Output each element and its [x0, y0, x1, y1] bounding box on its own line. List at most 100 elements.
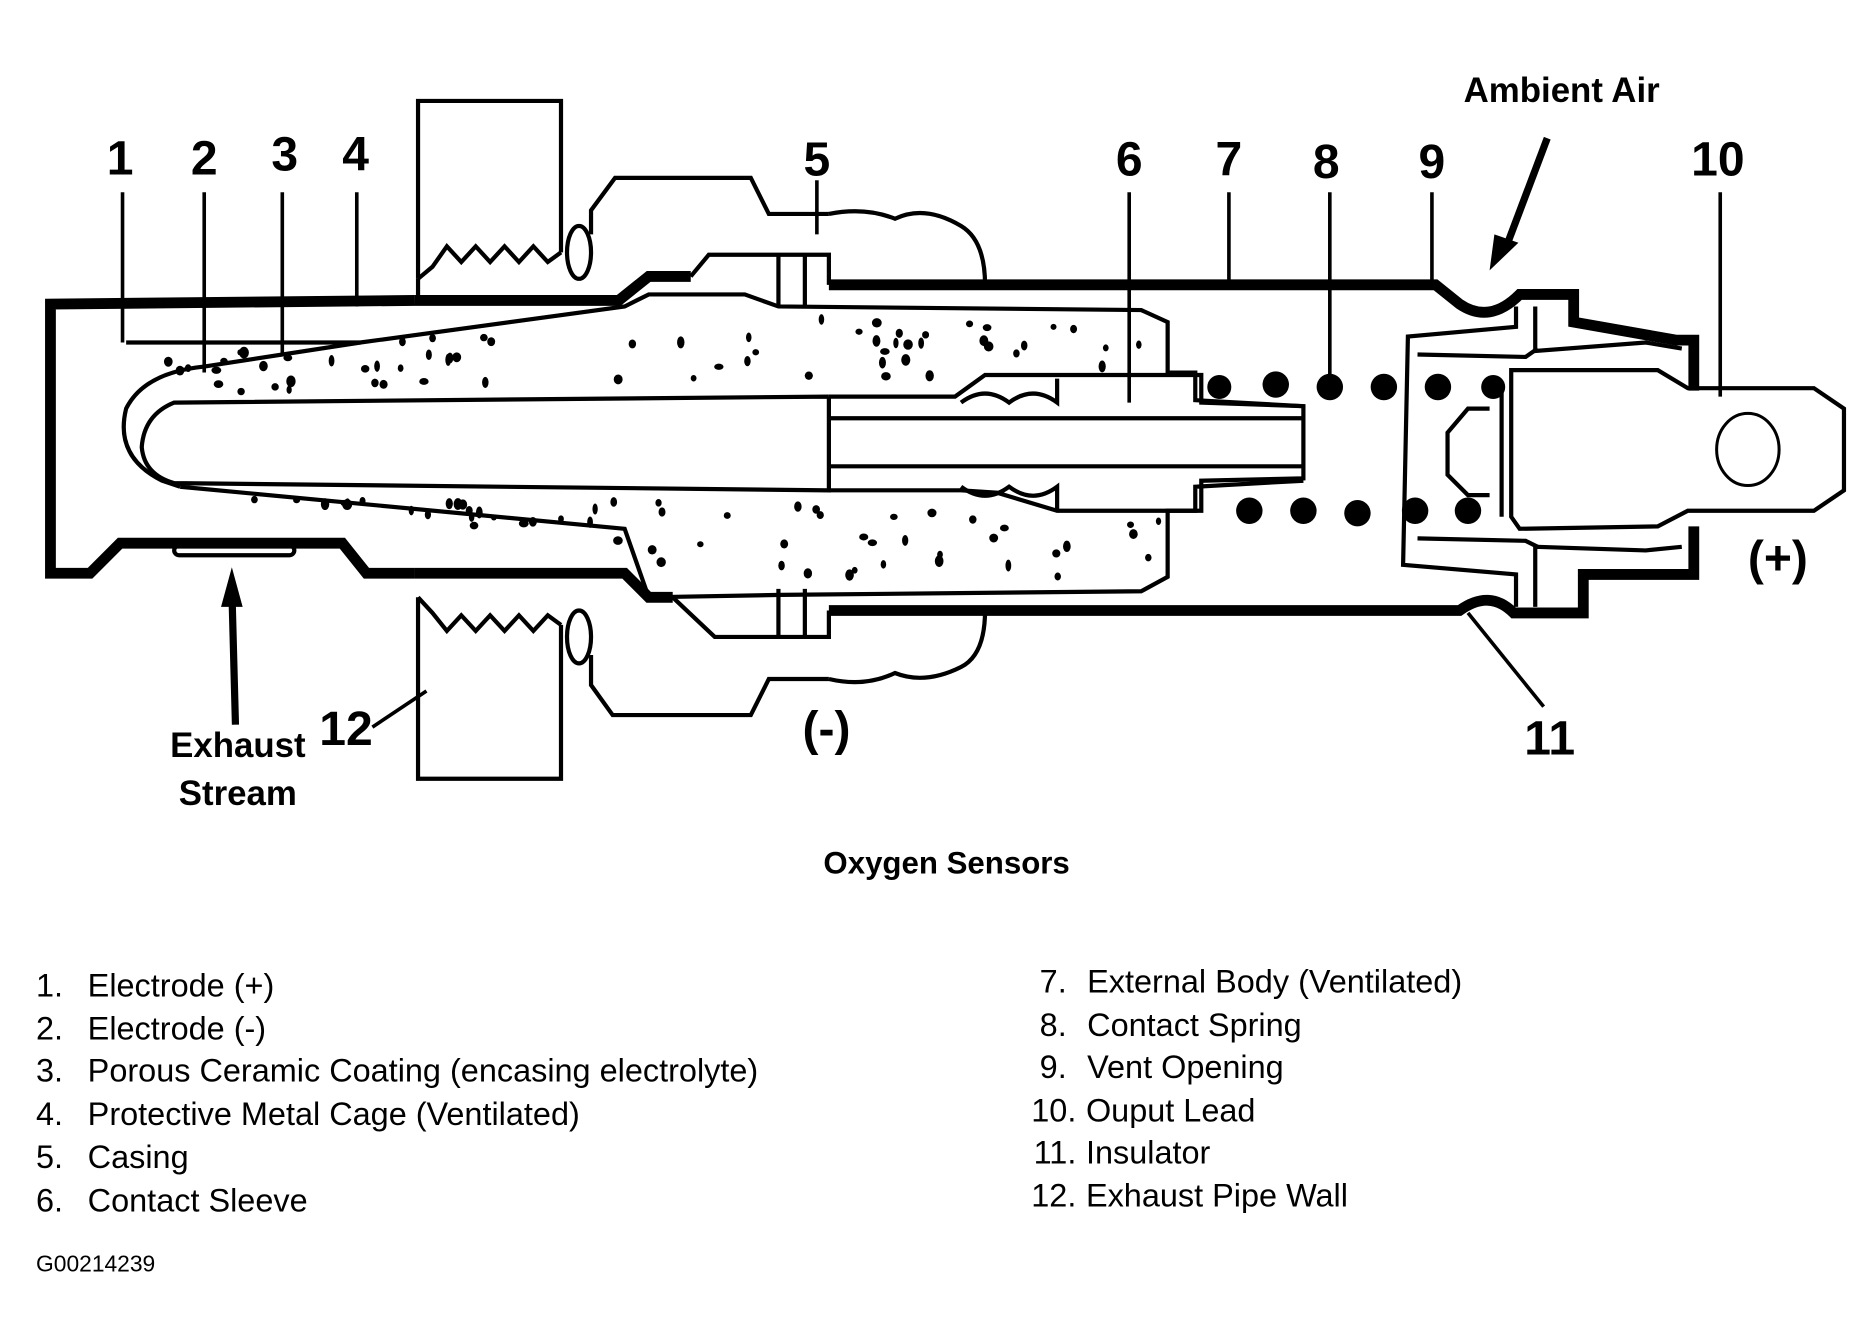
- ceramic-dot: [881, 372, 891, 381]
- ceramic-dot: [816, 511, 824, 520]
- callout-12: 12: [319, 702, 372, 756]
- contact-spring: [1207, 371, 1506, 527]
- ceramic-dot: [647, 545, 657, 555]
- callout-6: 6: [1116, 132, 1143, 186]
- legend-text: Casing: [88, 1139, 189, 1175]
- ceramic-dot: [872, 335, 881, 347]
- ceramic-dot: [697, 541, 704, 548]
- callout-7: 7: [1216, 132, 1243, 186]
- spring-coil: [1454, 497, 1482, 524]
- ceramic-dot: [211, 366, 222, 374]
- ceramic-dot: [656, 557, 666, 568]
- contact-sleeve: [828, 372, 1306, 513]
- spring-coil: [1207, 374, 1232, 399]
- ceramic-dot: [1102, 344, 1109, 352]
- ceramic-dot: [175, 365, 185, 376]
- legend-num: 6.: [36, 1182, 63, 1218]
- ceramic-dot: [855, 328, 863, 335]
- ambient-air-label: Ambient Air: [1464, 71, 1660, 110]
- callout-8: 8: [1313, 135, 1340, 189]
- ceramic-dot: [445, 498, 453, 510]
- ceramic-dot: [818, 314, 825, 325]
- ceramic-dot: [752, 349, 760, 356]
- ceramic-dot: [587, 516, 593, 528]
- ceramic-dot: [271, 383, 279, 391]
- ceramic-dot: [780, 539, 789, 549]
- ceramic-dot: [1098, 360, 1106, 373]
- legend-num: 4.: [36, 1096, 63, 1132]
- ceramic-dot: [628, 339, 637, 349]
- lead-terminal-hole: [1715, 411, 1781, 488]
- ceramic-dot: [989, 533, 999, 543]
- callout-9: 9: [1419, 135, 1446, 189]
- callout-10: 10: [1691, 132, 1744, 186]
- ceramic-dot: [283, 354, 293, 362]
- ceramic-dot: [518, 519, 529, 528]
- legend-num: 10.: [1031, 1092, 1076, 1128]
- legend-num: 2.: [36, 1011, 63, 1047]
- ceramic-dot: [969, 515, 977, 524]
- legend-text: Vent Opening: [1087, 1049, 1284, 1085]
- ceramic-dot: [1050, 323, 1057, 330]
- ceramic-dot: [480, 333, 488, 342]
- ceramic-dot: [286, 375, 296, 388]
- ceramic-dot: [982, 324, 992, 332]
- ceramic-dot: [677, 336, 685, 349]
- ceramic-dot: [452, 352, 462, 363]
- legend-text: Protective Metal Cage (Ventilated): [88, 1096, 580, 1132]
- electrode-inner: [139, 394, 831, 493]
- spring-coil: [1344, 499, 1371, 527]
- ceramic-dot: [237, 387, 245, 396]
- ceramic-dot: [895, 328, 903, 338]
- legend-num: 1.: [36, 967, 63, 1003]
- ceramic-dot: [880, 560, 887, 569]
- ceramic-dot: [1063, 540, 1071, 552]
- ceramic-dot: [424, 509, 432, 520]
- ceramic-dot: [859, 533, 869, 541]
- spring-coil: [1236, 497, 1263, 524]
- ceramic-dot: [918, 337, 925, 349]
- ceramic-dot: [1013, 349, 1020, 358]
- ceramic-dot: [419, 377, 429, 385]
- electrode-outer: [121, 340, 361, 489]
- ceramic-dot: [445, 353, 452, 366]
- exhaust-stream-label-line1: Exhaust: [170, 726, 306, 765]
- ceramic-dot: [927, 508, 937, 518]
- ceramic-dot: [468, 512, 475, 522]
- legend-num: 8.: [1040, 1007, 1067, 1043]
- callout-4: 4: [342, 128, 369, 182]
- ceramic-dot: [934, 555, 944, 568]
- legend-num: 7.: [1040, 964, 1067, 1000]
- spring-coil: [1370, 373, 1398, 401]
- ceramic-dot: [745, 332, 752, 343]
- porous-ceramic-coating: [121, 292, 1306, 600]
- ceramic-dot: [465, 505, 473, 516]
- ceramic-dot: [965, 320, 974, 328]
- ceramic-dot: [999, 524, 1009, 532]
- ceramic-dot: [893, 337, 899, 349]
- legend-num: 5.: [36, 1139, 63, 1175]
- exhaust-stream-label-line2: Stream: [179, 774, 297, 813]
- ceramic-dot: [482, 376, 489, 388]
- ceramic-dot: [408, 505, 414, 516]
- ceramic-dot: [871, 318, 882, 328]
- insulator: [1400, 306, 1683, 607]
- ceramic-dot: [286, 385, 292, 394]
- ceramic-dot: [220, 357, 228, 365]
- ceramic-dot: [213, 380, 224, 388]
- legend-text: Contact Spring: [1087, 1007, 1302, 1043]
- ceramic-dot: [469, 521, 479, 530]
- ceramic-dot: [429, 334, 436, 343]
- figure-title: Oxygen Sensors: [823, 846, 1069, 881]
- output-lead: [1509, 368, 1847, 531]
- spring-coil: [1481, 374, 1506, 399]
- legend-num: 3.: [36, 1053, 63, 1089]
- legend-text: Exhaust Pipe Wall: [1086, 1178, 1348, 1214]
- ceramic-dot: [1145, 553, 1152, 562]
- spring-coil: [1262, 371, 1289, 398]
- ceramic-dot: [528, 517, 537, 527]
- ceramic-dot: [320, 498, 330, 511]
- body-bottom-edge: [414, 567, 673, 603]
